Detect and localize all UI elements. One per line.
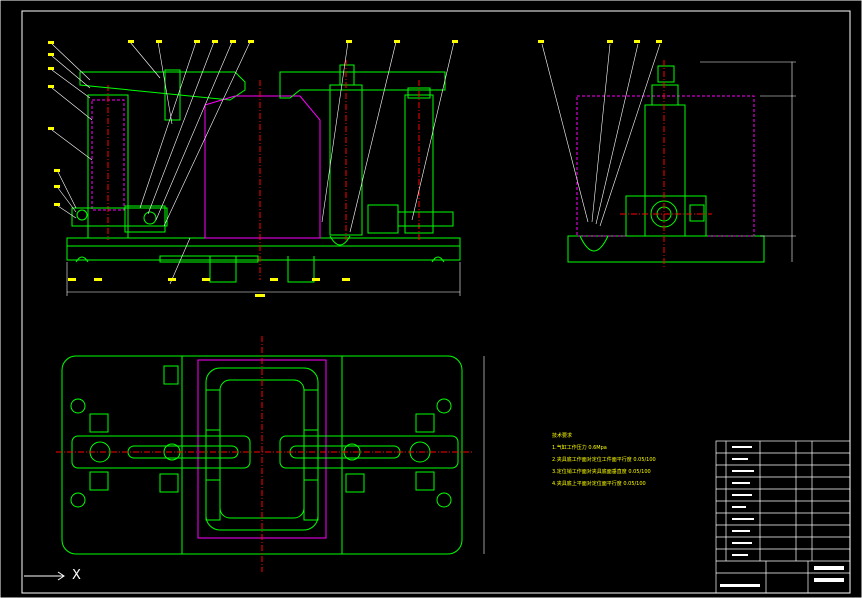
side-view xyxy=(567,60,796,268)
front-leaders xyxy=(51,41,455,285)
front-view xyxy=(66,60,461,296)
ucs-icon xyxy=(24,571,65,581)
notes-title: 技术要求 xyxy=(552,433,573,439)
title-block xyxy=(715,440,851,594)
note-4: 4.夹具底上平面对定位面平行度 0.05/100 xyxy=(552,481,646,487)
ucs-x-label: X xyxy=(72,568,81,583)
note-3: 3.定位销工作面对夹具底面垂直度 0.05/100 xyxy=(552,469,651,475)
technical-notes: 技术要求 1.气缸工作压力 0.6Mpa 2.夹具底工作面对定位工件面平行度 0… xyxy=(552,430,656,490)
note-1: 1.气缸工作压力 0.6Mpa xyxy=(552,445,607,451)
plan-view xyxy=(56,336,485,572)
side-leaders xyxy=(541,43,661,227)
balloon-marks xyxy=(48,40,662,297)
note-2: 2.夹具底工作面对定位工件面平行度 0.05/100 xyxy=(552,457,656,463)
title-block-marks xyxy=(720,446,844,587)
inner-border xyxy=(21,10,851,594)
